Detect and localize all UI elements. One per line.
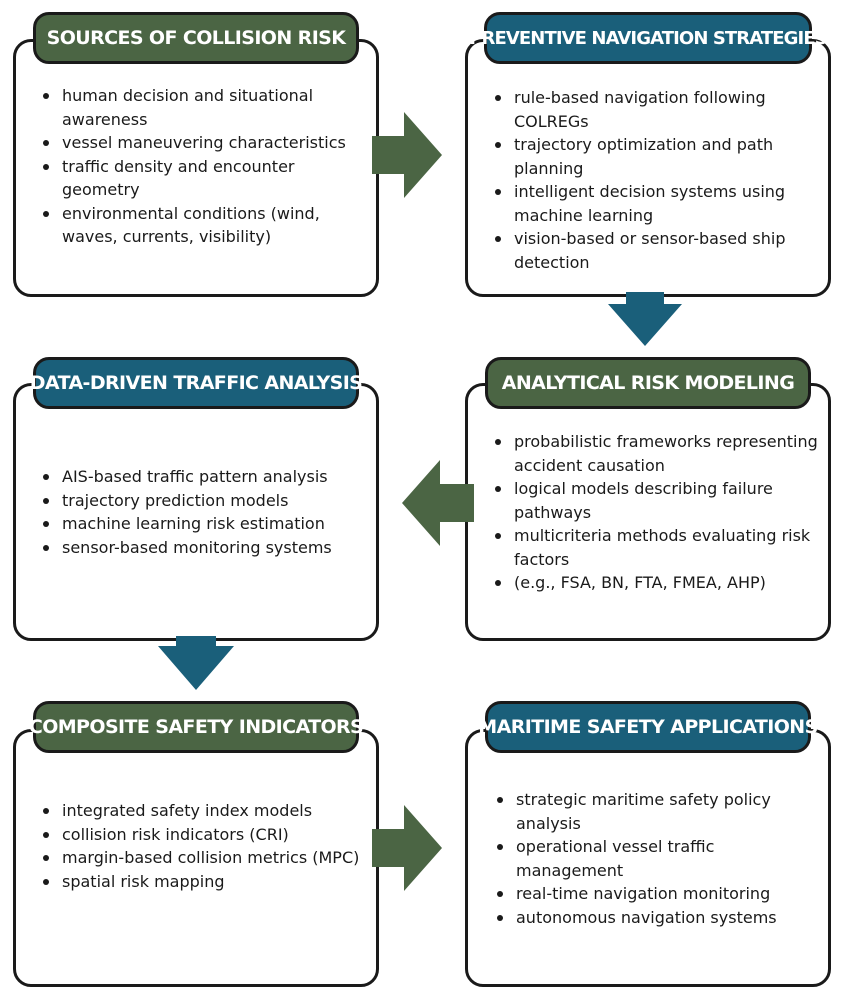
list-item: traffic density and encounter geometry bbox=[40, 155, 370, 202]
box-title: PREVENTIVE NAVIGATION STRATEGIES bbox=[469, 12, 828, 64]
box-title: COMPOSITE SAFETY INDICATORS bbox=[29, 701, 364, 753]
list-item: collision risk indicators (CRI) bbox=[40, 823, 370, 847]
bullet-list: integrated safety index models collision… bbox=[40, 799, 370, 893]
list-item: machine learning risk estimation bbox=[40, 512, 370, 536]
bullet-list: AIS-based traffic pattern analysis traje… bbox=[40, 465, 370, 559]
list-item: strategic maritime safety policy analysi… bbox=[494, 788, 824, 835]
list-item: sensor-based monitoring systems bbox=[40, 536, 370, 560]
bullet-list: strategic maritime safety policy analysi… bbox=[494, 788, 824, 929]
list-item: spatial risk mapping bbox=[40, 870, 370, 894]
arrow-right-2 bbox=[372, 805, 442, 891]
list-item: vision-based or sensor-based ship detect… bbox=[492, 227, 822, 274]
list-item: AIS-based traffic pattern analysis bbox=[40, 465, 370, 489]
arrow-right-1 bbox=[372, 112, 442, 198]
box-title: ANALYTICAL RISK MODELING bbox=[485, 357, 811, 409]
box-title: SOURCES OF COLLISION RISK bbox=[33, 12, 359, 64]
bullet-list: probabilistic frameworks representing ac… bbox=[492, 430, 822, 595]
list-item: (e.g., FSA, BN, FTA, FMEA, AHP) bbox=[492, 571, 822, 595]
arrow-down-1 bbox=[608, 292, 682, 346]
list-item: vessel maneuvering characteristics bbox=[40, 131, 370, 155]
bullet-list: human decision and situational awareness… bbox=[40, 84, 370, 249]
list-item: margin-based collision metrics (MPC) bbox=[40, 846, 370, 870]
list-item: intelligent decision systems using machi… bbox=[492, 180, 822, 227]
bullet-list: rule-based navigation following COLREGs … bbox=[492, 86, 822, 274]
box-title: MARITIME SAFETY APPLICATIONS bbox=[478, 701, 818, 753]
box-analytical-risk-modeling bbox=[465, 383, 831, 641]
list-item: trajectory optimization and path plannin… bbox=[492, 133, 822, 180]
list-item: integrated safety index models bbox=[40, 799, 370, 823]
box-sources-of-collision-risk bbox=[13, 39, 379, 297]
list-item: trajectory prediction models bbox=[40, 489, 370, 513]
list-item: autonomous navigation systems bbox=[494, 906, 824, 930]
arrow-left-1 bbox=[402, 460, 474, 546]
list-item: probabilistic frameworks representing ac… bbox=[492, 430, 822, 477]
box-title: DATA-DRIVEN TRAFFIC ANALYSIS bbox=[30, 357, 363, 409]
box-composite-safety-indicators bbox=[13, 729, 379, 987]
list-item: multicriteria methods evaluating risk fa… bbox=[492, 524, 822, 571]
list-item: environmental conditions (wind, waves, c… bbox=[40, 202, 370, 249]
list-item: real-time navigation monitoring bbox=[494, 882, 824, 906]
list-item: logical models describing failure pathwa… bbox=[492, 477, 822, 524]
arrow-down-2 bbox=[158, 636, 234, 690]
box-preventive-navigation-strategies bbox=[465, 39, 831, 297]
list-item: human decision and situational awareness bbox=[40, 84, 370, 131]
list-item: operational vessel traffic management bbox=[494, 835, 824, 882]
box-data-driven-traffic-analysis bbox=[13, 383, 379, 641]
list-item: rule-based navigation following COLREGs bbox=[492, 86, 822, 133]
